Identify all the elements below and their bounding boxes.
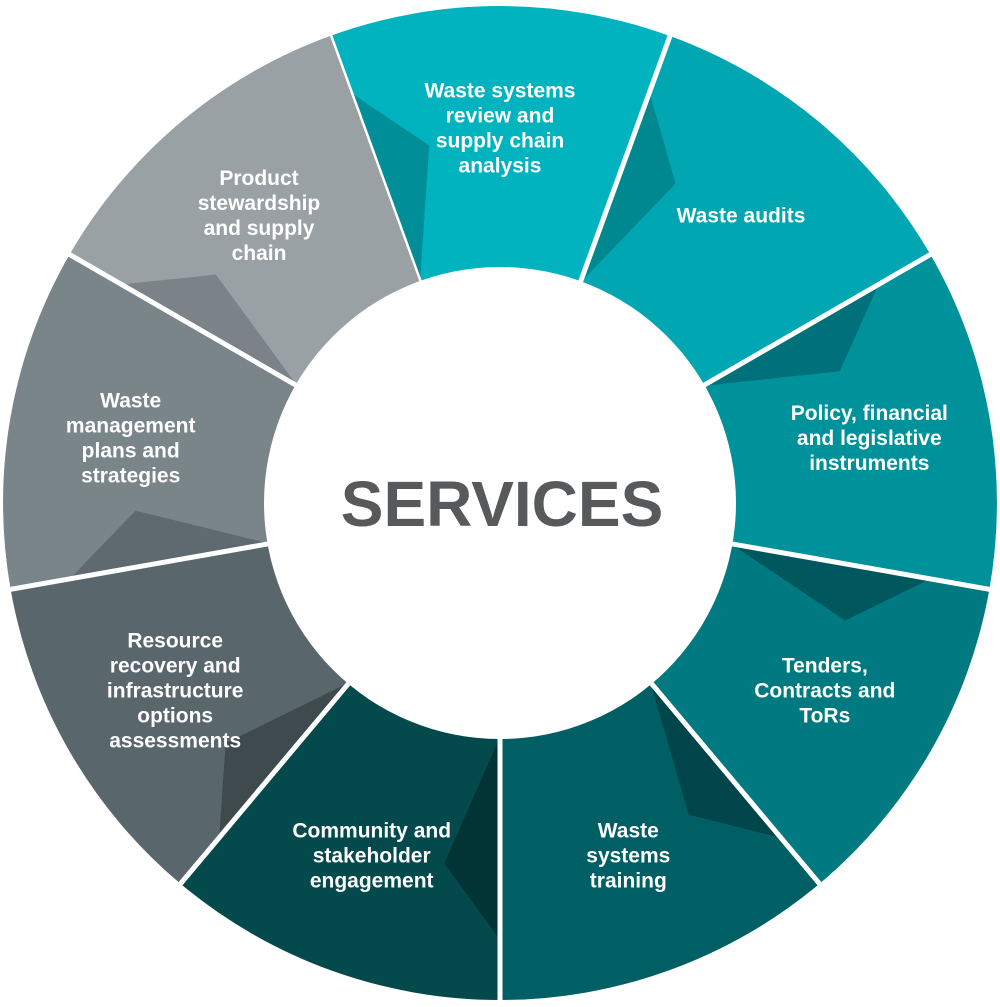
segment-label-line: management [66, 414, 196, 437]
segment-label-line: Tenders, [782, 655, 868, 678]
segment-divider [726, 540, 992, 593]
segment-label-waste-audits: Waste audits [677, 205, 806, 228]
segment-waste-management-plans [3, 254, 300, 590]
segment-resource-recovery [10, 543, 351, 884]
segment-divider [576, 33, 674, 288]
segment-label-line: and supply [204, 217, 315, 240]
segment-waste-systems-training [500, 680, 820, 1000]
segment-policy-financial [700, 254, 997, 590]
segments-layer [3, 6, 997, 1002]
segment-label-line: Waste [100, 389, 161, 412]
segment-label-line: Waste [598, 819, 659, 842]
segment-label-line: engagement [310, 869, 434, 892]
segment-divider [645, 677, 823, 887]
segment-label-line: training [590, 869, 667, 892]
segment-label-line: recovery and [110, 655, 241, 678]
segment-fold-tenders-contracts [730, 543, 931, 621]
segment-label-line: assessments [109, 730, 241, 753]
segment-divider [66, 251, 303, 391]
segment-label-line: options [137, 705, 213, 728]
segment-label-line: Community and [292, 819, 451, 842]
segment-label-line: supply chain [436, 130, 564, 153]
segment-label-line: infrastructure [107, 680, 244, 703]
segment-community-engagement [180, 680, 500, 1000]
segment-label-line: chain [232, 242, 287, 265]
segment-label-line: Product [219, 167, 298, 190]
segment-label-line: ToRs [799, 705, 850, 728]
segment-label-line: analysis [459, 155, 542, 178]
segment-divider [697, 251, 934, 391]
segment-label-line: review and [446, 105, 555, 128]
segment-label-line: systems [586, 844, 670, 867]
segment-label-line: Resource [127, 630, 223, 653]
segment-tenders-contracts [649, 543, 990, 884]
segment-label-line: Waste systems [425, 80, 576, 103]
center-title: SERVICES [341, 468, 664, 540]
segment-label-line: and legislative [797, 427, 942, 450]
segment-label-line: stewardship [198, 192, 321, 215]
segment-label-line: Contracts and [754, 680, 895, 703]
segment-label-line: Policy, financial [791, 402, 948, 425]
segment-label-line: instruments [809, 452, 929, 475]
segment-fold-waste-audits [580, 92, 676, 284]
segment-divider [8, 540, 274, 593]
segment-waste-audits [579, 36, 931, 387]
center-circle [264, 267, 736, 739]
segment-fold-waste-management-plans [69, 510, 270, 579]
segment-label-line: Waste audits [677, 205, 806, 228]
segment-label-line: strategies [81, 464, 180, 487]
segment-label-line: plans and [82, 439, 180, 462]
segment-fold-community-engagement [444, 737, 500, 940]
segment-label-line: stakeholder [313, 844, 431, 867]
segment-divider [177, 677, 355, 887]
